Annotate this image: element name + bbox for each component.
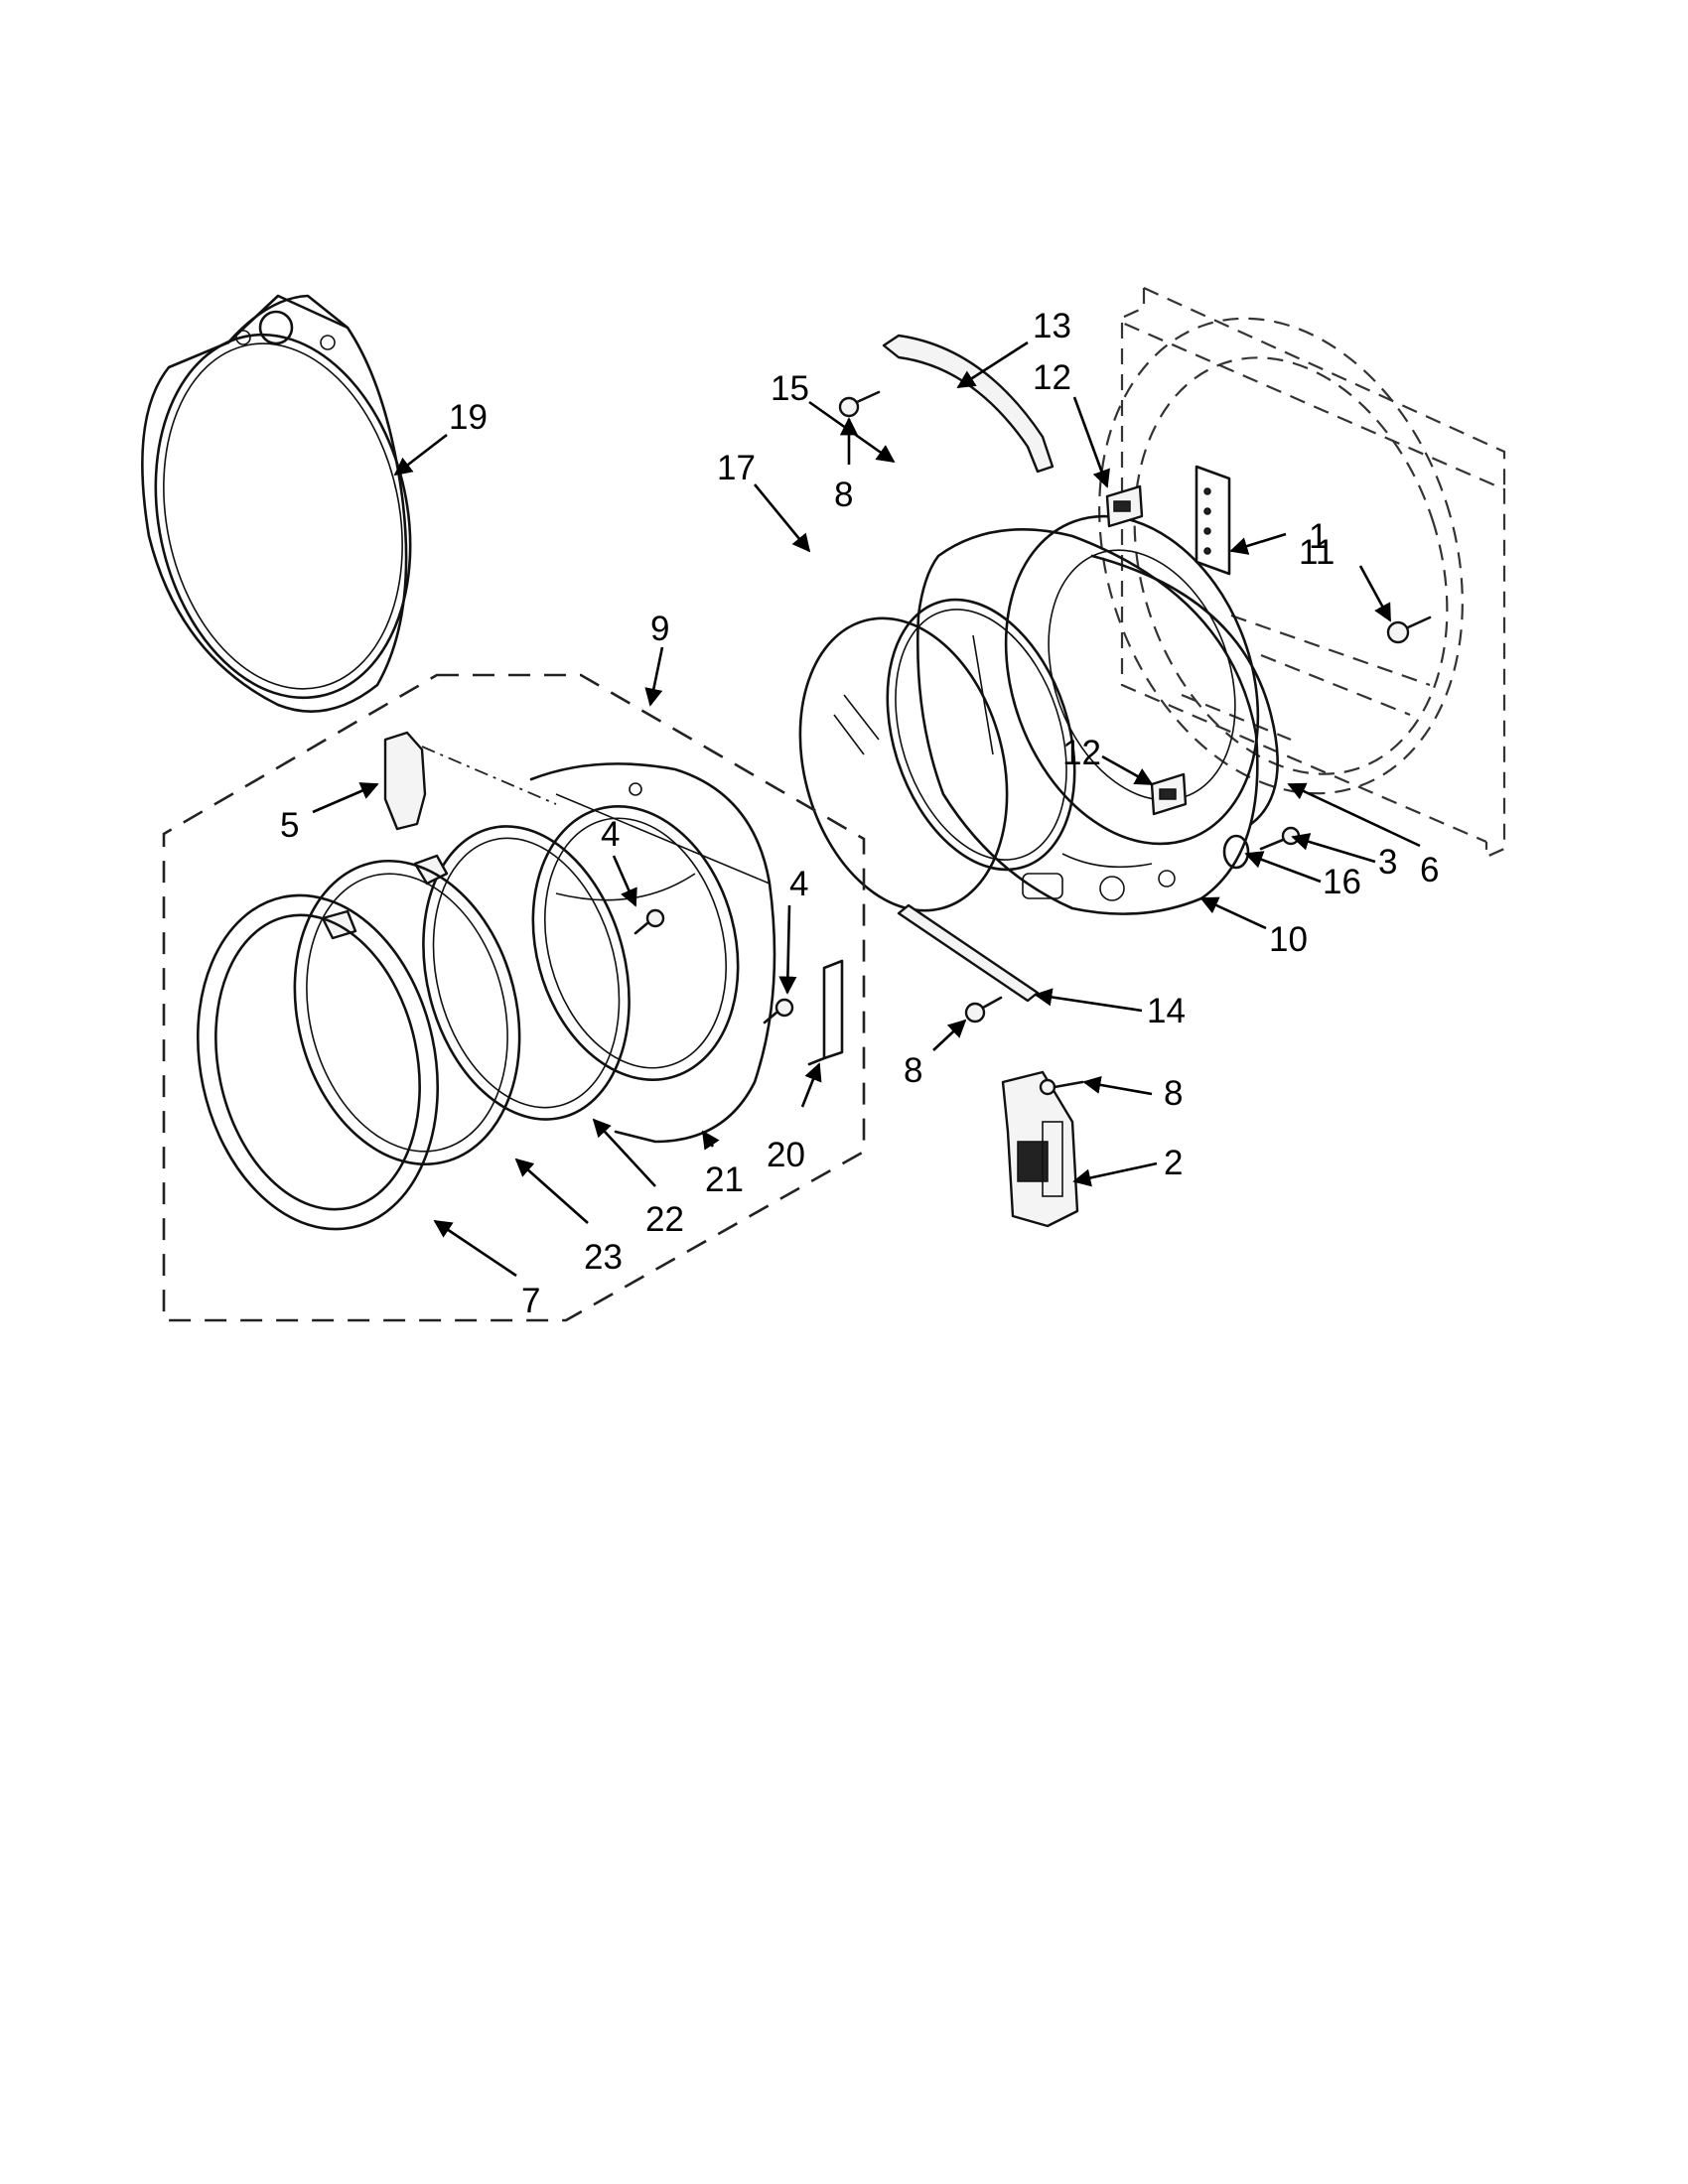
- part-1-hinge-plate: [1195, 465, 1231, 576]
- part-7-outer-door-ring: [196, 893, 440, 1231]
- callout-17: 17: [717, 449, 756, 487]
- callout-11: 11: [1299, 533, 1335, 572]
- callout-20: 20: [767, 1136, 805, 1174]
- part-20-bracket: [807, 959, 844, 1066]
- part-8-screw-middle: [964, 996, 1003, 1024]
- part-15-door-gasket: [886, 598, 1076, 872]
- callout-4-right: 4: [789, 865, 808, 903]
- cabinet-outline: [1098, 287, 1506, 859]
- part-19-inner-door-ring: [141, 294, 412, 713]
- part-5-hinge-cover: [383, 731, 557, 831]
- part-9-door-assembly-boundary: [162, 673, 866, 1322]
- callout-6: 6: [1420, 851, 1439, 889]
- part-22-inner-door-trim: [413, 825, 631, 1121]
- callout-8-upper: 8: [834, 476, 853, 514]
- part-6-door-seal: [1090, 554, 1279, 826]
- callout-21: 21: [705, 1160, 744, 1199]
- part-4-screw-left: [633, 908, 665, 935]
- callout-22: 22: [645, 1200, 684, 1239]
- callout-labels: 19 13 12 8 1 11 15 17 9 12 3 16 6 10 14 …: [280, 307, 1439, 1320]
- part-17-door-glass: [798, 616, 1009, 912]
- callout-4-left: 4: [601, 815, 620, 854]
- callout-12-upper: 12: [1033, 358, 1071, 397]
- callout-8-lower: 8: [1164, 1074, 1183, 1113]
- callout-3: 3: [1378, 843, 1397, 882]
- part-8-screw-lower: [1039, 1078, 1084, 1096]
- callout-7: 7: [521, 1282, 540, 1320]
- part-11-screw: [1386, 615, 1432, 644]
- callout-15: 15: [771, 369, 809, 408]
- part-12-door-catch-lower: [1150, 772, 1188, 816]
- part-13-hinge-strap: [882, 334, 1055, 474]
- callout-23: 23: [584, 1238, 623, 1277]
- part-4-screw-right: [763, 998, 794, 1024]
- callout-13: 13: [1033, 307, 1071, 345]
- leader-lines: [312, 341, 1421, 1278]
- callout-2: 2: [1164, 1144, 1183, 1182]
- part-2-door-latch: [1001, 1070, 1079, 1228]
- callout-19: 19: [449, 398, 488, 437]
- part-10-front-panel: [915, 514, 1260, 915]
- part-3-screw: [1259, 826, 1301, 851]
- callout-5: 5: [280, 806, 299, 845]
- callout-12-lower: 12: [1062, 734, 1101, 772]
- part-12-door-catch-upper: [1105, 484, 1144, 528]
- part-21-outer-door-shell: [529, 762, 776, 1144]
- callout-9: 9: [650, 610, 669, 648]
- callout-14: 14: [1147, 992, 1186, 1030]
- callout-10: 10: [1269, 920, 1308, 959]
- part-14-strike-bar: [897, 903, 1040, 1003]
- part-8-screw-upper: [838, 390, 881, 418]
- callout-16: 16: [1323, 863, 1361, 901]
- callout-1: 1: [1309, 517, 1328, 556]
- callout-8-middle: 8: [904, 1051, 922, 1090]
